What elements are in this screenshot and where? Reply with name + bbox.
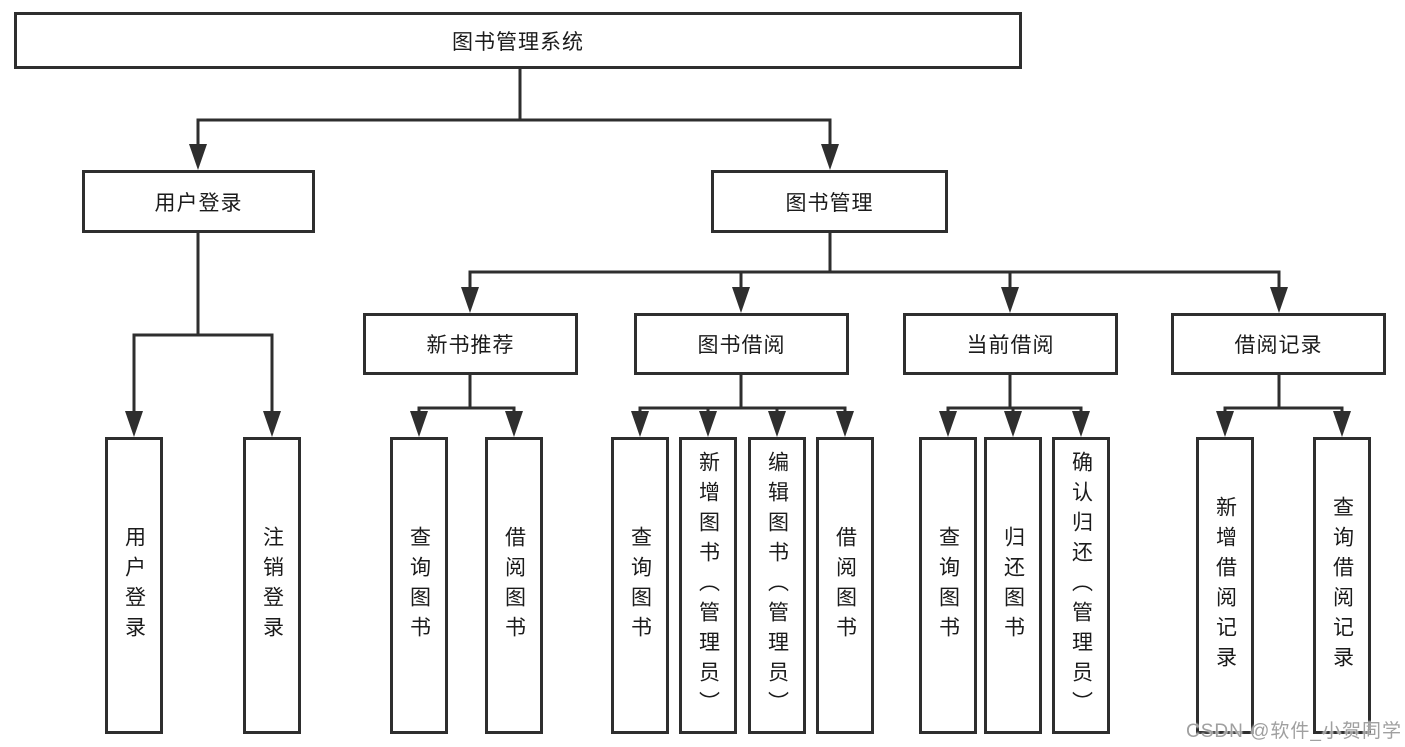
arrow-down-icon [631, 411, 649, 437]
edge-book-borrow-to-leaves [638, 375, 847, 413]
node-label: 图书管理 [785, 191, 874, 215]
node-label: 用户登录 [154, 191, 243, 215]
arrow-down-icon [1270, 287, 1288, 313]
arrow-down-icon [699, 411, 717, 437]
arrow-down-icon [125, 411, 143, 437]
node-book-borrowing: 图书借阅 [634, 313, 849, 375]
node-current-borrowing: 当前借阅 [903, 313, 1118, 375]
csdn-watermark: CSDN @软件_小贺同学 [1186, 721, 1402, 742]
arrow-down-icon [768, 411, 786, 437]
node-label: 图书管理系统 [452, 30, 584, 54]
node-label: 编辑图书（管理员） [765, 450, 789, 721]
arrow-down-icon [821, 144, 839, 170]
leaf-confirm-return-admin: 确认归还（管理员） [1052, 437, 1110, 734]
arrow-down-icon [189, 144, 207, 170]
leaf-return-books: 归还图书 [984, 437, 1042, 734]
node-library-system: 图书管理系统 [14, 12, 1022, 69]
node-label: 确认归还（管理员） [1069, 450, 1093, 721]
leaf-query-books-current: 查询图书 [919, 437, 977, 734]
node-book-management: 图书管理 [711, 170, 948, 233]
leaf-query-borrow-record: 查询借阅记录 [1313, 437, 1371, 734]
node-label: 用户登录 [122, 525, 146, 646]
node-label: 图书借阅 [697, 334, 786, 357]
arrow-down-icon [263, 411, 281, 437]
leaf-query-books-recommend: 查询图书 [390, 437, 448, 734]
node-label: 新书推荐 [426, 334, 515, 357]
node-user-login: 用户登录 [82, 170, 315, 233]
leaf-borrow-books-borrowing: 借阅图书 [816, 437, 874, 734]
node-label: 查询图书 [628, 525, 652, 646]
arrow-down-icon [939, 411, 957, 437]
arrow-down-icon [1333, 411, 1351, 437]
leaf-borrow-books-recommend: 借阅图书 [485, 437, 543, 734]
leaf-add-borrow-record: 新增借阅记录 [1196, 437, 1254, 734]
node-label: 借阅图书 [833, 525, 857, 646]
node-label: 当前借阅 [966, 334, 1055, 357]
node-label: 查询图书 [407, 525, 431, 646]
node-label: 归还图书 [1001, 525, 1025, 646]
edge-book-mgmt-to-level3 [468, 233, 1281, 289]
node-label: 查询图书 [936, 525, 960, 646]
arrow-down-icon [732, 287, 750, 313]
edge-borrow-record-to-leaves [1223, 375, 1344, 413]
edge-user-login-to-leaves [132, 233, 274, 413]
arrow-down-icon [836, 411, 854, 437]
node-label: 查询借阅记录 [1330, 495, 1354, 676]
edge-root-to-level2 [196, 68, 832, 146]
arrow-down-icon [461, 287, 479, 313]
node-label: 新增图书（管理员） [696, 450, 720, 721]
arrow-down-icon [410, 411, 428, 437]
leaf-logout: 注销登录 [243, 437, 301, 734]
edge-new-book-to-leaves [417, 375, 516, 413]
arrow-down-icon [505, 411, 523, 437]
node-borrow-records: 借阅记录 [1171, 313, 1386, 375]
leaf-edit-books-admin: 编辑图书（管理员） [748, 437, 806, 734]
edge-current-borrow-to-leaves [946, 375, 1083, 413]
node-label: 借阅记录 [1234, 334, 1323, 357]
arrow-down-icon [1001, 287, 1019, 313]
arrow-down-icon [1004, 411, 1022, 437]
arrow-down-icon [1072, 411, 1090, 437]
node-label: 新增借阅记录 [1213, 495, 1237, 676]
leaf-add-books-admin: 新增图书（管理员） [679, 437, 737, 734]
node-label: 注销登录 [260, 525, 284, 646]
leaf-query-books-borrowing: 查询图书 [611, 437, 669, 734]
arrow-down-icon [1216, 411, 1234, 437]
node-new-book-recommend: 新书推荐 [363, 313, 578, 375]
node-label: 借阅图书 [502, 525, 526, 646]
leaf-user-login: 用户登录 [105, 437, 163, 734]
